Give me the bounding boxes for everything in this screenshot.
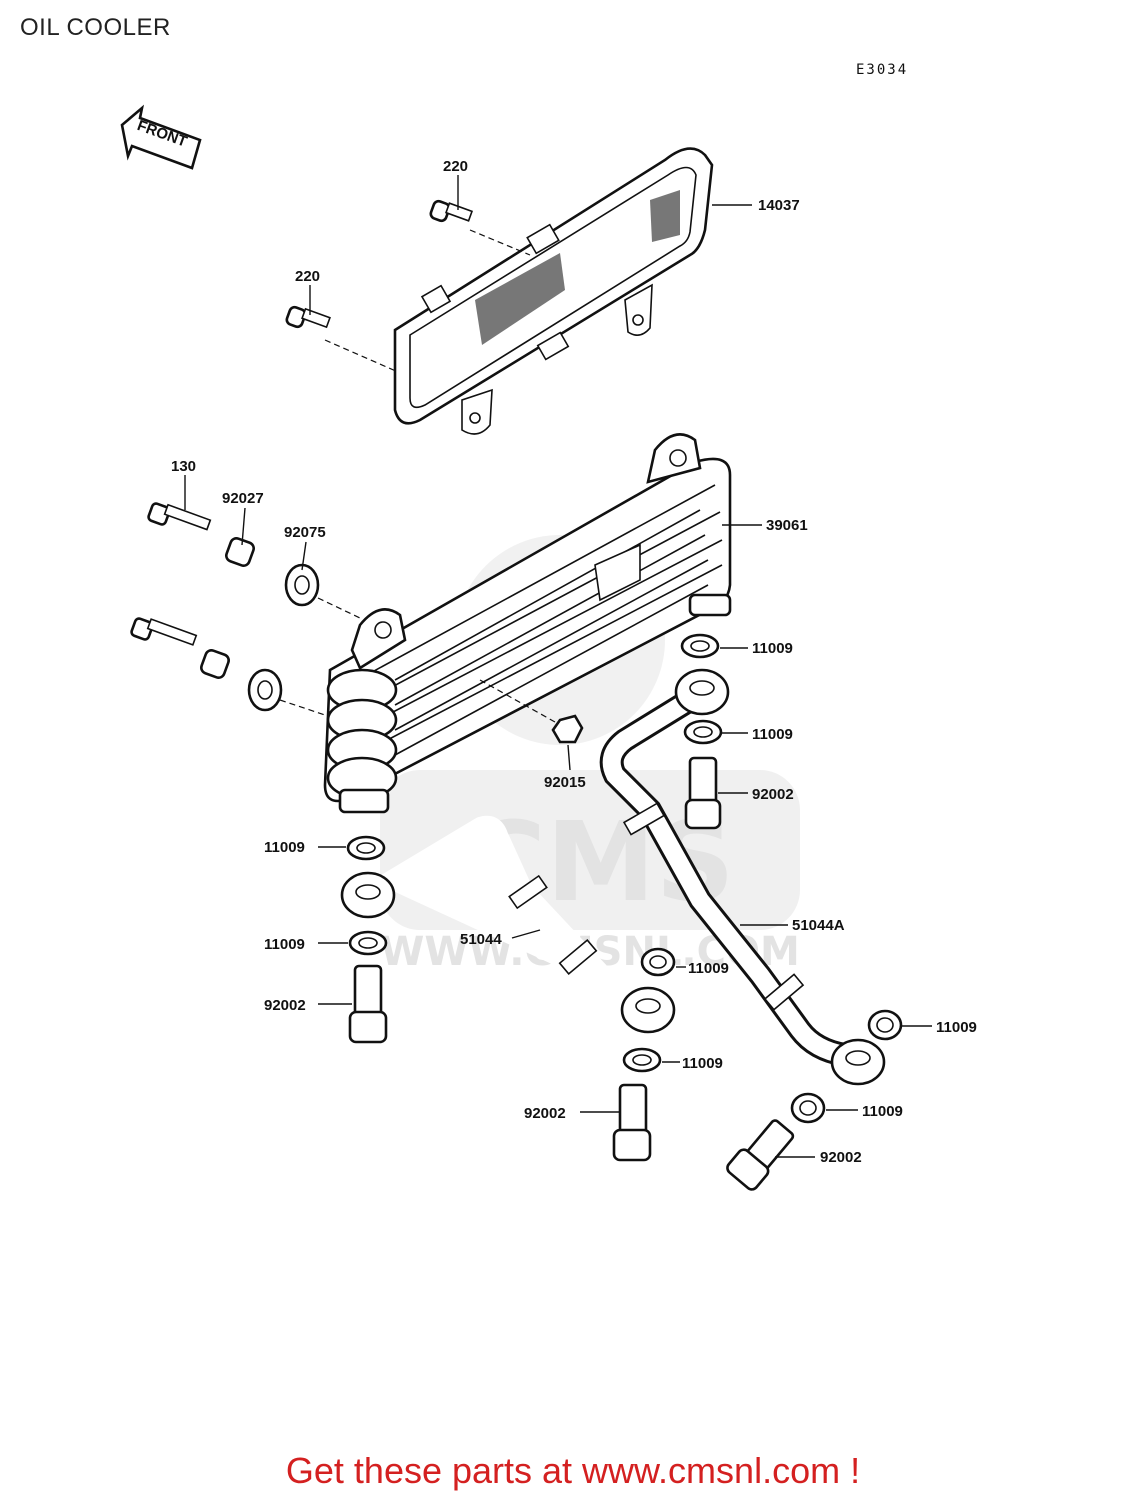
- front-arrow-icon: FRONT: [120, 104, 202, 170]
- bolt-220-lower[interactable]: [285, 305, 331, 329]
- cover-mesh-icon: [475, 253, 565, 345]
- part-label-92002-a: 92002: [752, 786, 794, 803]
- part-label-92002-c: 92002: [524, 1105, 566, 1122]
- oil-line-51044A[interactable]: [599, 668, 886, 1086]
- diagram-code: E3034: [856, 62, 909, 78]
- washer-11009[interactable]: [867, 1009, 903, 1041]
- part-label-51044A: 51044A: [792, 917, 845, 934]
- banjo-bolt-92002[interactable]: [612, 1083, 652, 1162]
- part-label-14037: 14037: [758, 197, 800, 214]
- washer-11009[interactable]: [622, 1047, 662, 1073]
- collar-92027-upper[interactable]: [225, 537, 256, 568]
- oil-line-51044[interactable]: [340, 815, 676, 1034]
- part-label-92075: 92075: [284, 524, 326, 541]
- bolt-220-upper[interactable]: [429, 199, 474, 223]
- part-label-39061: 39061: [766, 517, 808, 534]
- part-label-92027: 92027: [222, 490, 264, 507]
- washer-11009[interactable]: [680, 633, 720, 659]
- part-label-92002-b: 92002: [264, 997, 306, 1014]
- part-label-92015: 92015: [544, 774, 586, 791]
- oil-cooler-cover[interactable]: [393, 147, 714, 435]
- leader-lines: [184, 175, 932, 1158]
- oil-cooler-exploded-diagram: CMS WWW.CMSNL.COM FRONT: [120, 104, 977, 1192]
- part-label-11009-h: 11009: [862, 1103, 903, 1120]
- collar-92027-lower[interactable]: [200, 649, 231, 680]
- part-label-11009-g: 11009: [682, 1055, 723, 1072]
- part-label-220-upper: 220: [443, 158, 468, 175]
- page-title: OIL COOLER: [20, 14, 171, 41]
- banjo-bolt-92002[interactable]: [725, 1115, 798, 1192]
- washer-11009[interactable]: [640, 947, 676, 977]
- banjo-bolt-92002[interactable]: [348, 964, 388, 1044]
- oil-cooler-core[interactable]: [323, 433, 732, 814]
- nut-92015[interactable]: [551, 714, 584, 744]
- grommet-92075-lower[interactable]: [247, 668, 283, 712]
- bolt-130-upper[interactable]: [147, 502, 212, 531]
- part-label-130: 130: [171, 458, 196, 475]
- part-label-11009-f: 11009: [936, 1019, 977, 1036]
- washer-11009[interactable]: [348, 930, 388, 956]
- banjo-bolt-92002[interactable]: [684, 756, 722, 830]
- washer-11009[interactable]: [346, 835, 386, 861]
- part-label-11009-a: 11009: [752, 640, 793, 657]
- part-label-11009-d: 11009: [264, 936, 305, 953]
- footer-link[interactable]: Get these parts at www.cmsnl.com !: [285, 1450, 861, 1491]
- bolt-130-lower[interactable]: [130, 617, 198, 646]
- cover-mesh-icon: [650, 190, 680, 242]
- washer-11009[interactable]: [683, 719, 723, 745]
- washer-11009[interactable]: [790, 1092, 826, 1124]
- part-label-92002-d: 92002: [820, 1149, 862, 1166]
- part-label-11009-c: 11009: [264, 839, 305, 856]
- part-label-11009-b: 11009: [752, 726, 793, 743]
- part-label-51044: 51044: [460, 931, 502, 948]
- part-label-220-lower: 220: [295, 268, 320, 285]
- part-label-11009-e: 11009: [688, 960, 729, 977]
- grommet-92075-upper[interactable]: [284, 563, 320, 607]
